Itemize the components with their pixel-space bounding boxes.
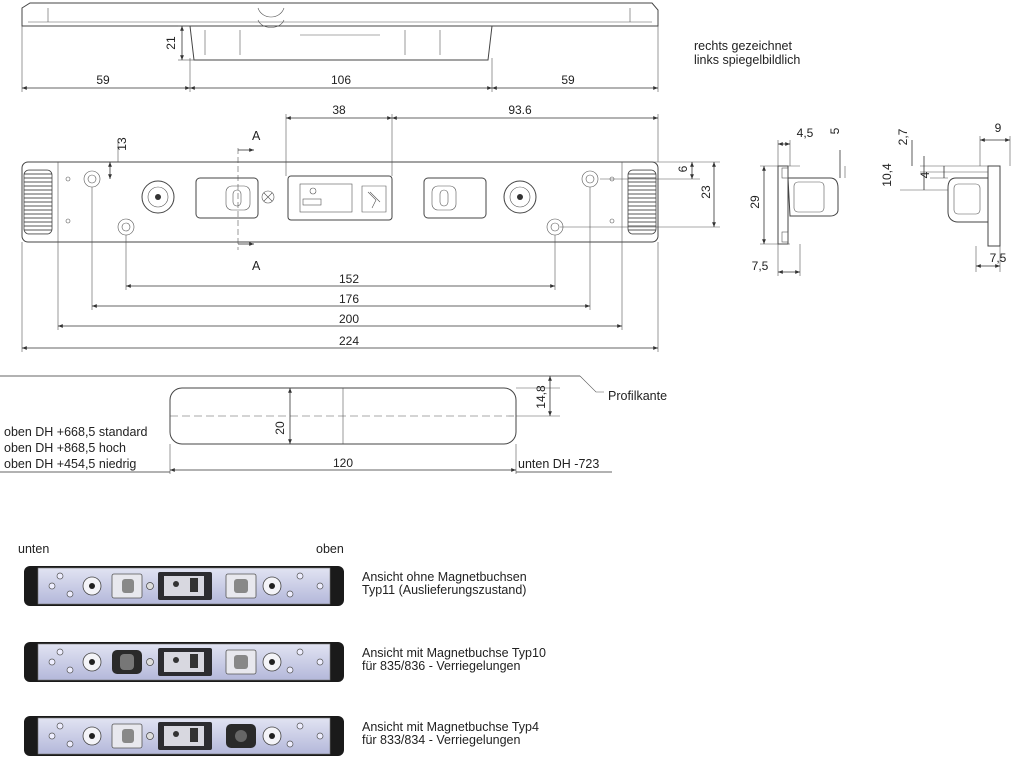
grip-left xyxy=(23,169,53,235)
dim-7-5-b: 7,5 xyxy=(990,251,1007,265)
side-view-2: 2,7 10,4 4 9 7,5 xyxy=(880,121,1011,272)
dim-14-8: 14,8 xyxy=(534,385,548,409)
dim-10-4: 10,4 xyxy=(880,163,894,187)
dim-59-left: 59 xyxy=(96,73,110,87)
dim-23: 23 xyxy=(699,185,713,199)
dim-93-6: 93.6 xyxy=(508,103,532,117)
front-view: A A 38 93.6 13 6 23 152 176 xyxy=(21,103,720,352)
dim-4-5: 4,5 xyxy=(797,126,814,140)
variant-caption-line1: Ansicht mit Magnetbuchse Typ10 xyxy=(362,646,546,660)
variant-caption-line1: Ansicht mit Magnetbuchse Typ4 xyxy=(362,720,539,734)
dim-5: 5 xyxy=(828,127,842,134)
dim-224: 224 xyxy=(339,334,359,348)
side-view-1: 29 4,5 5 7,5 xyxy=(748,126,846,276)
dim-38: 38 xyxy=(332,103,346,117)
dim-13: 13 xyxy=(115,137,129,151)
section-mark-top: A xyxy=(252,129,261,143)
variant-caption-line2: für 835/836 - Verriegelungen xyxy=(362,659,520,673)
label-top: oben xyxy=(316,542,344,556)
section-mark-bottom: A xyxy=(252,259,261,273)
top-view: 21 59 106 59 xyxy=(21,2,659,92)
dim-2-7: 2,7 xyxy=(896,128,910,145)
dim-6: 6 xyxy=(676,165,690,172)
dim-4: 4 xyxy=(918,171,932,178)
note-drawn-right: rechts gezeichnet xyxy=(694,39,793,53)
dim-20: 20 xyxy=(273,421,287,435)
note-top-low: oben DH +454,5 niedrig xyxy=(4,457,136,471)
variant-caption-line1: Ansicht ohne Magnetbuchsen xyxy=(362,570,527,584)
dim-120: 120 xyxy=(333,456,353,470)
variant-caption-line2: für 833/834 - Verriegelungen xyxy=(362,733,520,747)
position-view: Profilkante 14,8 20 120 oben DH +668,5 s… xyxy=(0,375,667,474)
note-top-high: oben DH +868,5 hoch xyxy=(4,441,126,455)
note-mirror-left: links spiegelbildlich xyxy=(694,53,800,67)
dim-7-5-a: 7,5 xyxy=(752,259,769,273)
variant-caption-line2: Typ11 (Auslieferungszustand) xyxy=(362,583,526,597)
note-profile-edge: Profilkante xyxy=(608,389,667,403)
top-view-housing xyxy=(189,25,493,61)
dim-9: 9 xyxy=(995,121,1002,135)
label-bottom: unten xyxy=(18,542,49,556)
dim-21: 21 xyxy=(164,36,178,50)
dim-200: 200 xyxy=(339,312,359,326)
note-bottom: unten DH -723 xyxy=(518,457,599,471)
grip-right xyxy=(627,169,657,235)
dim-152: 152 xyxy=(339,272,359,286)
dim-59-right: 59 xyxy=(561,73,575,87)
dim-106: 106 xyxy=(331,73,351,87)
dim-176: 176 xyxy=(339,292,359,306)
note-top-standard: oben DH +668,5 standard xyxy=(4,425,148,439)
dim-29: 29 xyxy=(748,195,762,209)
